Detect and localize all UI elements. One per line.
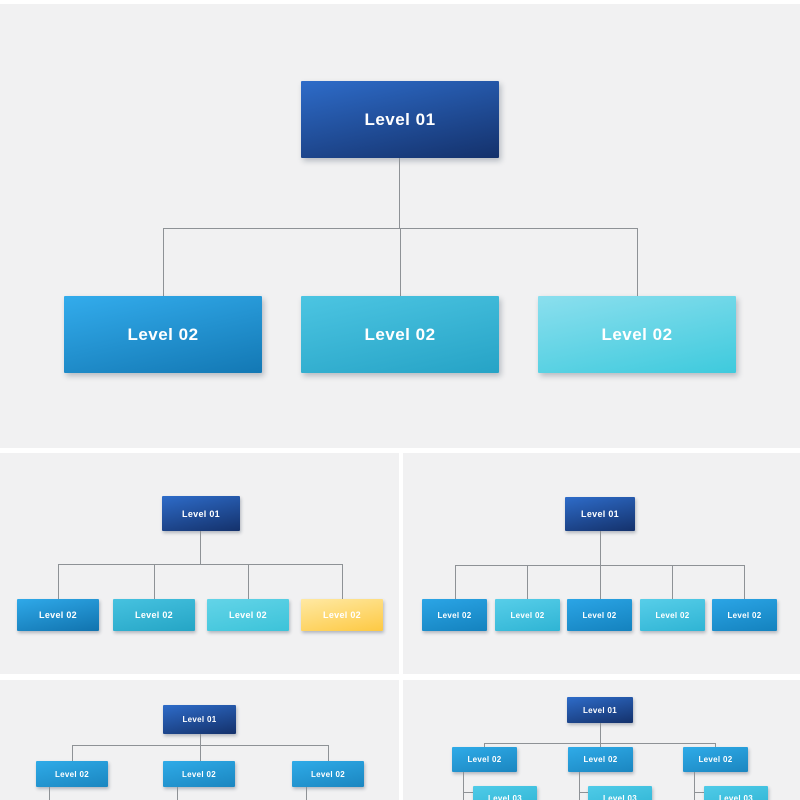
connector-line <box>342 564 343 599</box>
slide-main-org-chart[interactable]: Level 01 Level 02 Level 02 Level 02 <box>0 4 800 448</box>
slide-variant-five-children[interactable]: Level 01 Level 02 Level 02 Level 02 Leve… <box>403 453 800 674</box>
org-node-level1: Level 01 <box>301 81 499 158</box>
connector-line <box>58 564 59 599</box>
org-node-level2: Level 02 <box>683 747 748 772</box>
org-node-level1: Level 01 <box>567 697 633 723</box>
org-node-level1: Level 01 <box>162 496 240 531</box>
connector-line <box>463 792 473 793</box>
org-node-level3: Level 03 <box>704 786 768 800</box>
org-node-level2: Level 02 <box>113 599 195 631</box>
connector-line <box>694 772 695 800</box>
slide-variant-three-levels-left[interactable]: Level 01 Level 02 Level 02 Level 02 <box>0 680 399 800</box>
connector-line <box>400 228 401 296</box>
org-node-level2: Level 02 <box>640 599 705 631</box>
connector-line <box>399 158 400 228</box>
org-node-level2: Level 02 <box>495 599 560 631</box>
org-node-level1: Level 01 <box>163 705 236 734</box>
org-node-level2: Level 02 <box>301 296 499 373</box>
connector-line <box>600 743 601 747</box>
connector-line <box>455 565 456 599</box>
connector-line <box>600 723 601 743</box>
connector-line <box>744 565 745 599</box>
connector-line <box>715 743 716 747</box>
connector-line <box>306 787 307 800</box>
org-node-level2: Level 02 <box>36 761 108 787</box>
slide-variant-four-children[interactable]: Level 01 Level 02 Level 02 Level 02 Leve… <box>0 453 399 674</box>
connector-line <box>463 772 464 800</box>
connector-line <box>672 565 673 599</box>
org-node-level2: Level 02 <box>567 599 632 631</box>
connector-line <box>579 772 580 800</box>
org-node-level2: Level 02 <box>163 761 235 787</box>
connector-line <box>637 228 638 296</box>
org-node-level2: Level 02 <box>712 599 777 631</box>
connector-line <box>600 531 601 565</box>
connector-line <box>200 531 201 564</box>
org-node-level2: Level 02 <box>538 296 736 373</box>
org-node-level2: Level 02 <box>17 599 99 631</box>
org-node-level1: Level 01 <box>565 497 635 531</box>
connector-line <box>200 745 201 761</box>
org-node-level2: Level 02 <box>301 599 383 631</box>
connector-line <box>527 565 528 599</box>
connector-line <box>579 792 589 793</box>
org-node-level2: Level 02 <box>568 747 633 772</box>
org-node-level2: Level 02 <box>207 599 289 631</box>
connector-line <box>328 745 329 761</box>
connector-line <box>248 564 249 599</box>
org-node-level3: Level 03 <box>473 786 537 800</box>
org-node-level2: Level 02 <box>422 599 487 631</box>
connector-line <box>177 787 178 800</box>
connector-line <box>163 228 164 296</box>
org-node-level2: Level 02 <box>64 296 262 373</box>
org-node-level2: Level 02 <box>452 747 517 772</box>
connector-line <box>200 734 201 745</box>
connector-line <box>694 792 704 793</box>
connector-line <box>58 564 343 565</box>
org-node-level3: Level 03 <box>588 786 652 800</box>
connector-line <box>154 564 155 599</box>
connector-line <box>72 745 73 761</box>
org-node-level2: Level 02 <box>292 761 364 787</box>
slide-variant-three-levels-right[interactable]: Level 01 Level 02 Level 02 Level 02 Leve… <box>403 680 800 800</box>
connector-line <box>484 743 485 747</box>
connector-line <box>600 565 601 599</box>
connector-line <box>49 787 50 800</box>
